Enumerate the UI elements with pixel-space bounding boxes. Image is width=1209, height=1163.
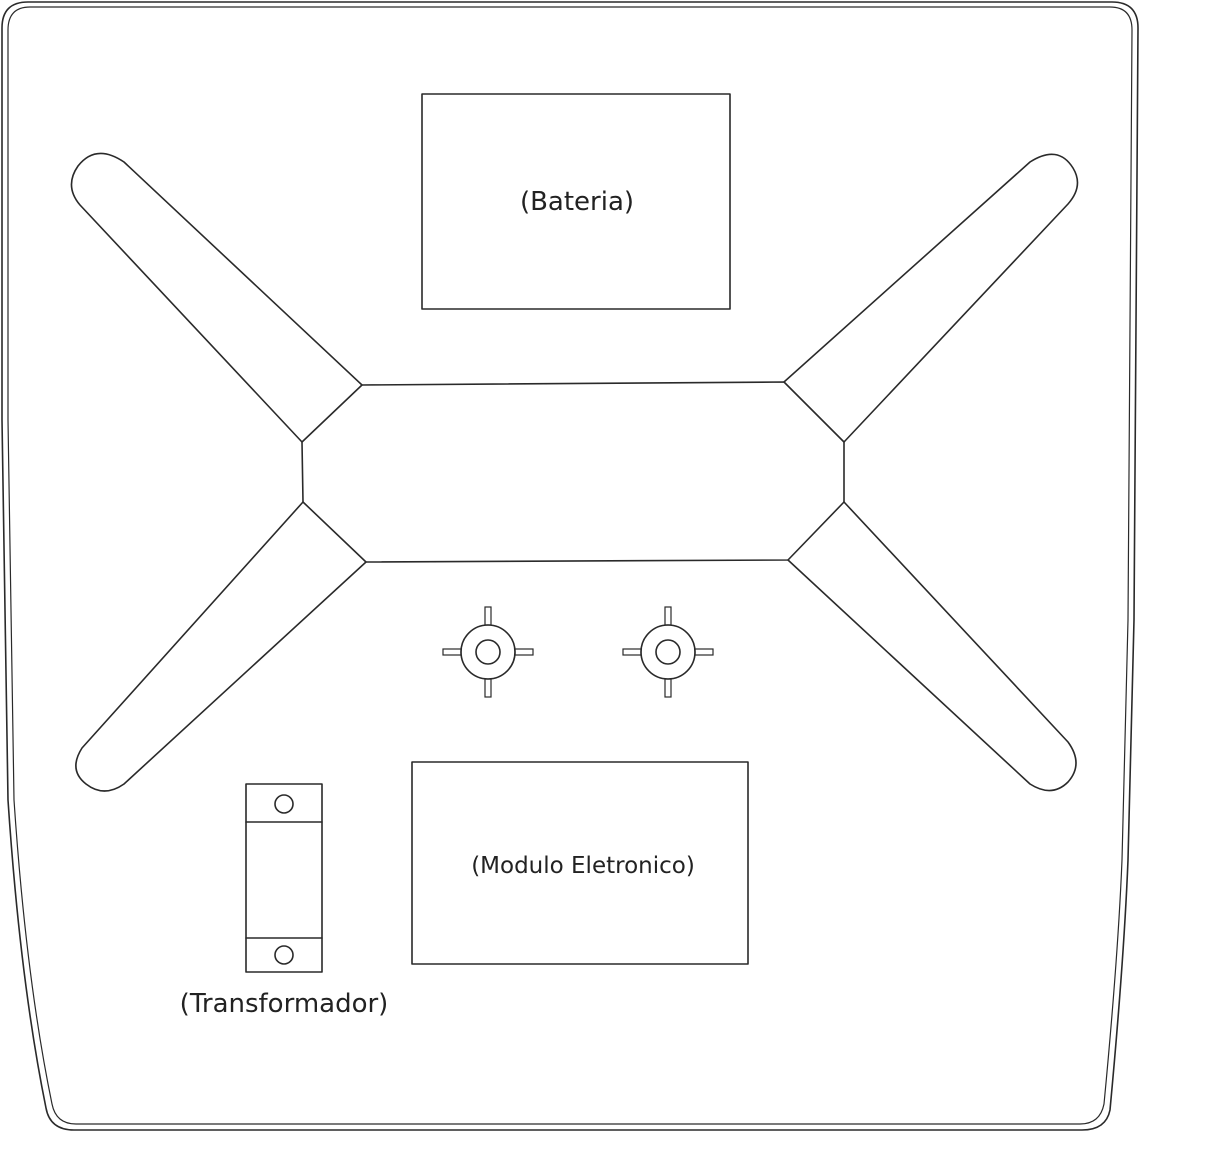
arm-upper-right [783,153,1079,443]
connector-left [442,606,534,698]
arm-lower-left [75,501,367,792]
battery-label: (Bateria) [520,187,634,217]
arm-lower-right [787,501,1077,792]
central-frame [70,152,1079,792]
electronic-module-label: (Modulo Eletronico) [471,853,695,879]
arm-upper-left [70,152,363,443]
connector-right [622,606,714,698]
battery-box: (Bateria) [421,93,731,310]
central-body [301,381,845,563]
transformer-label: (Transformador) [180,989,389,1019]
electronic-module-box: (Modulo Eletronico) [411,761,749,965]
transformer: (Transformador) [180,783,389,1019]
panel-outline [1,1,1139,1131]
